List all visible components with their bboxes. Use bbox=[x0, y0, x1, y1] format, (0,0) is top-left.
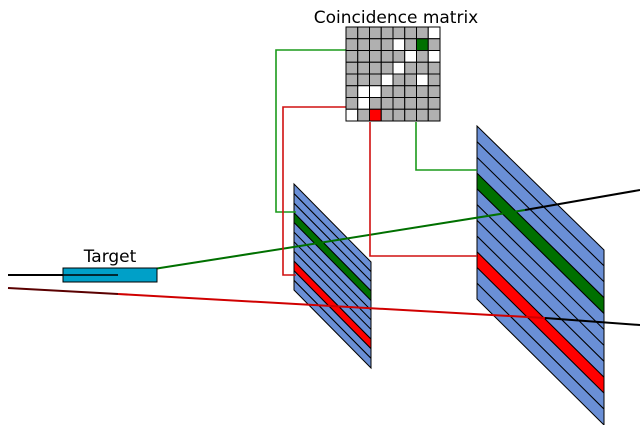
matrix-cell bbox=[427, 73, 441, 87]
matrix-cell bbox=[369, 38, 382, 51]
matrix-cell bbox=[369, 73, 382, 87]
matrix-cell bbox=[404, 73, 417, 87]
matrix-cell-highlight bbox=[369, 85, 382, 98]
matrix-cell bbox=[380, 85, 394, 98]
detector-back bbox=[476, 124, 605, 425]
green-wire-front bbox=[275, 49, 346, 213]
detector-strip bbox=[476, 282, 605, 425]
target: Target bbox=[62, 247, 158, 283]
matrix-cell-highlight bbox=[427, 26, 441, 40]
matrix-cell-green-hit bbox=[416, 38, 429, 51]
green-wire-back bbox=[415, 122, 477, 171]
matrix-cell bbox=[392, 85, 406, 98]
matrix-title: Coincidence matrix bbox=[314, 8, 479, 28]
matrix-cell bbox=[369, 50, 382, 63]
matrix-cell bbox=[416, 85, 429, 98]
matrix-cell bbox=[416, 26, 429, 40]
matrix-cell-highlight bbox=[404, 50, 417, 63]
matrix-cell bbox=[427, 61, 441, 75]
matrix-cell bbox=[345, 73, 359, 87]
matrix-cell bbox=[404, 26, 417, 40]
matrix-cell bbox=[345, 50, 359, 63]
green-track-exit bbox=[524, 189, 640, 211]
matrix-cell bbox=[357, 26, 370, 40]
matrix-cell bbox=[380, 26, 394, 40]
matrix-cell bbox=[357, 108, 370, 122]
red-track-exit bbox=[544, 317, 640, 326]
matrix-cell bbox=[369, 61, 382, 75]
matrix-cell-highlight bbox=[345, 108, 359, 122]
matrix-cell-highlight bbox=[380, 73, 394, 87]
red-track-incoming bbox=[7, 287, 119, 295]
matrix-cell bbox=[357, 50, 370, 63]
matrix-cell bbox=[404, 108, 417, 122]
target-label: Target bbox=[83, 247, 137, 267]
matrix-cell bbox=[380, 61, 394, 75]
matrix-cell bbox=[416, 61, 429, 75]
matrix-cell bbox=[416, 97, 429, 110]
matrix-cell bbox=[404, 61, 417, 75]
matrix-cell bbox=[369, 97, 382, 110]
matrix-cell-red-hit bbox=[369, 108, 382, 122]
matrix-cell-highlight bbox=[427, 50, 441, 63]
matrix-cell bbox=[357, 38, 370, 51]
matrix-cell bbox=[357, 61, 370, 75]
matrix-cell bbox=[392, 97, 406, 110]
coincidence-matrix bbox=[345, 26, 441, 122]
matrix-cell bbox=[392, 50, 406, 63]
matrix-cell bbox=[404, 97, 417, 110]
detector-front bbox=[293, 182, 372, 370]
matrix-cell bbox=[369, 26, 382, 40]
matrix-cell bbox=[345, 97, 359, 110]
matrix-cell-highlight bbox=[392, 61, 406, 75]
matrix-cell bbox=[392, 108, 406, 122]
matrix-cell bbox=[416, 108, 429, 122]
matrix-cell bbox=[357, 73, 370, 87]
matrix-cell bbox=[345, 85, 359, 98]
matrix-cell bbox=[427, 108, 441, 122]
matrix-cell-highlight bbox=[357, 85, 370, 98]
matrix-cell bbox=[416, 50, 429, 63]
matrix-cell bbox=[380, 108, 394, 122]
matrix-cell bbox=[404, 85, 417, 98]
matrix-cell bbox=[392, 73, 406, 87]
matrix-cell-highlight bbox=[392, 38, 406, 51]
readout-wires bbox=[275, 49, 477, 276]
matrix-cell bbox=[380, 38, 394, 51]
matrix-cell bbox=[345, 26, 359, 40]
detector-strip bbox=[293, 279, 372, 370]
matrix-cell bbox=[380, 97, 394, 110]
matrix-cell bbox=[427, 97, 441, 110]
red-track bbox=[117, 293, 546, 319]
matrix-cell bbox=[427, 38, 441, 51]
red-wire-front bbox=[282, 106, 346, 276]
matrix-cell bbox=[345, 38, 359, 51]
matrix-cell bbox=[392, 26, 406, 40]
red-wire-back bbox=[369, 122, 477, 257]
matrix-cell-highlight bbox=[357, 97, 370, 110]
matrix-cell bbox=[345, 61, 359, 75]
matrix-cell-highlight bbox=[416, 73, 429, 87]
matrix-cell bbox=[427, 85, 441, 98]
matrix-cell bbox=[380, 50, 394, 63]
matrix-cell bbox=[404, 38, 417, 51]
